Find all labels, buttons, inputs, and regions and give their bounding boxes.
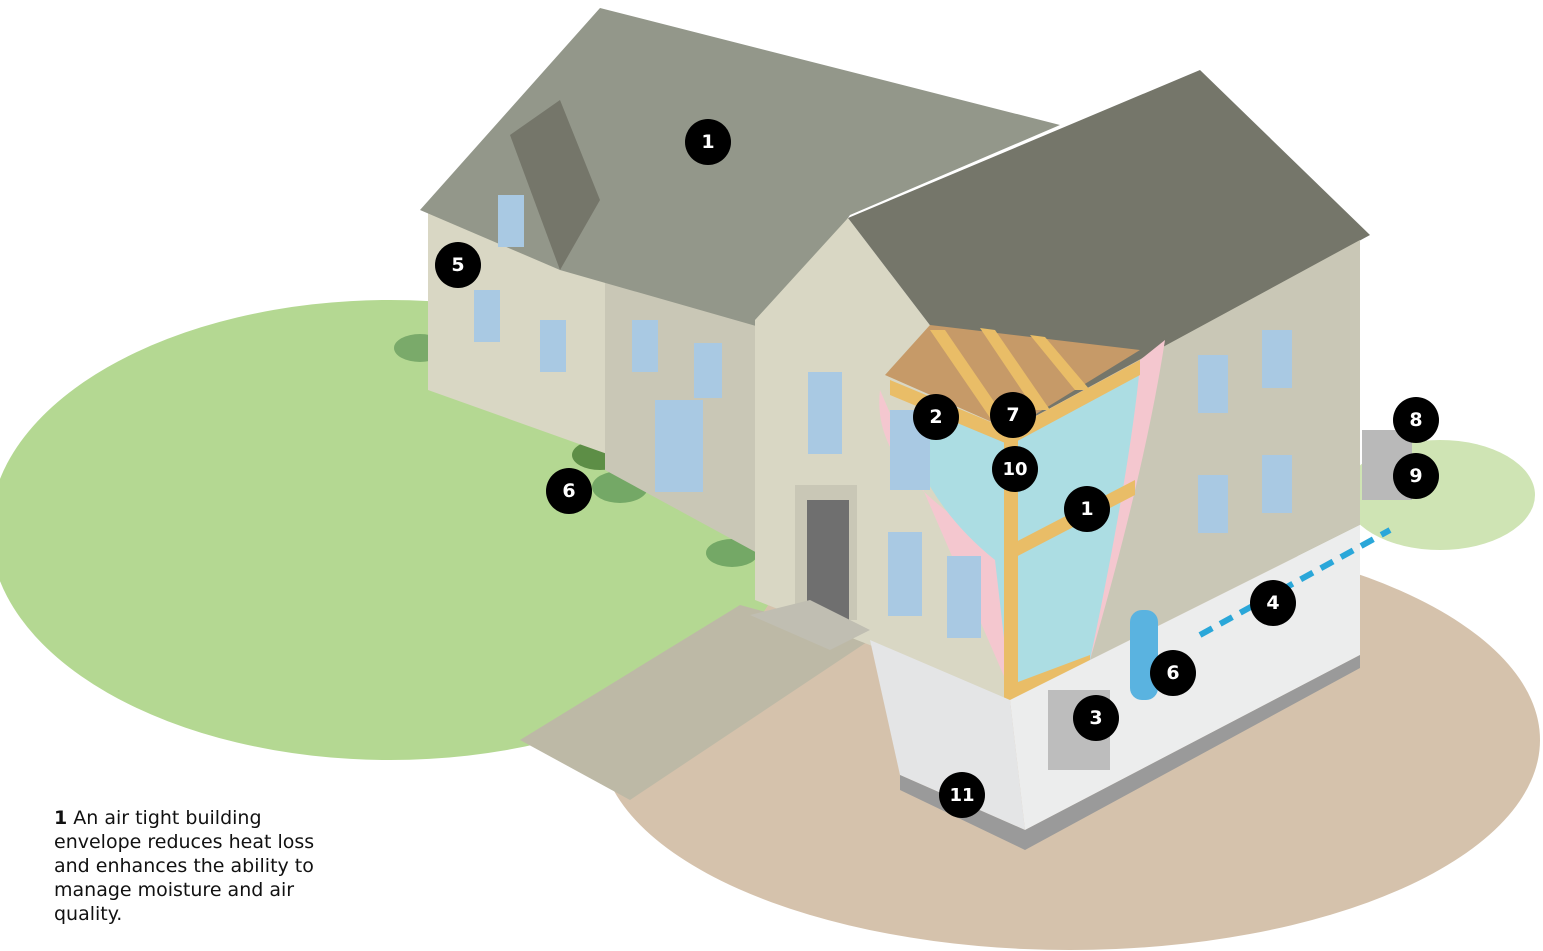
window — [694, 343, 722, 398]
window — [540, 320, 566, 372]
window — [474, 290, 500, 342]
marker-10-framing[interactable]: 10 — [992, 446, 1038, 492]
marker-3-furnace[interactable]: 3 — [1073, 695, 1119, 741]
marker-8-unit[interactable]: 8 — [1393, 397, 1439, 443]
marker-1-cutaway[interactable]: 1 — [1064, 486, 1110, 532]
window — [1262, 330, 1292, 388]
marker-9-unit[interactable]: 9 — [1393, 453, 1439, 499]
marker-11-foundation[interactable]: 11 — [939, 772, 985, 818]
window — [1198, 355, 1228, 413]
marker-6-water[interactable]: 6 — [1150, 650, 1196, 696]
window — [888, 532, 922, 616]
marker-7-attic[interactable]: 7 — [990, 392, 1036, 438]
window — [1198, 475, 1228, 533]
marker-6-landscaping[interactable]: 6 — [546, 468, 592, 514]
window — [632, 320, 658, 372]
window — [808, 372, 842, 454]
marker-5-wall[interactable]: 5 — [435, 242, 481, 288]
marker-4-duct[interactable]: 4 — [1250, 580, 1296, 626]
marker-2-window[interactable]: 2 — [913, 394, 959, 440]
caption-text: An air tight building envelope reduces h… — [54, 807, 314, 925]
marker-1-roof[interactable]: 1 — [685, 119, 731, 165]
window — [655, 400, 703, 492]
caption-number: 1 — [54, 807, 67, 829]
window — [498, 195, 524, 247]
window — [1262, 455, 1292, 513]
window — [947, 556, 981, 638]
